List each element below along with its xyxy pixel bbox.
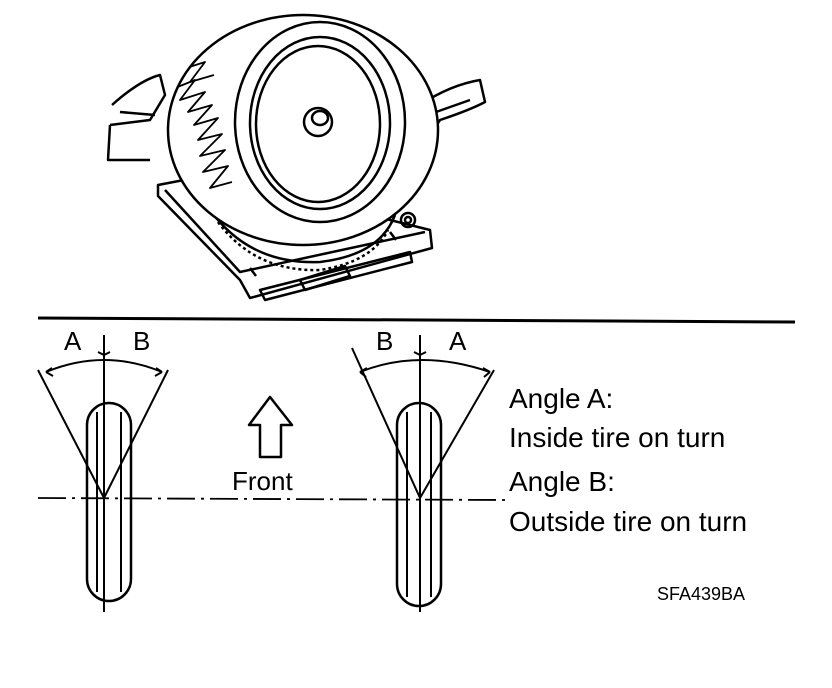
front-label: Front bbox=[232, 466, 293, 496]
turntable-knob bbox=[399, 211, 417, 229]
fender-right bbox=[419, 78, 487, 136]
left-angle-a-label: A bbox=[64, 326, 82, 356]
axle-line bbox=[37, 497, 506, 501]
angle-b-description: Outside tire on turn bbox=[509, 506, 748, 537]
fender-left bbox=[106, 73, 167, 162]
angle-b-title: Angle B: bbox=[509, 466, 615, 497]
angle-a-description: Inside tire on turn bbox=[509, 422, 726, 453]
angle-a-title: Angle A: bbox=[509, 383, 614, 414]
divider-line bbox=[37, 316, 796, 324]
turntable-dial bbox=[208, 209, 397, 264]
wheel-hub bbox=[302, 106, 334, 138]
left-wheel-diagram bbox=[37, 335, 169, 612]
right-angle-a-label: A bbox=[449, 326, 467, 356]
right-angle-b-label: B bbox=[376, 326, 394, 356]
wheel-illustration bbox=[106, 13, 487, 302]
left-tire bbox=[85, 401, 133, 603]
turntable-pointer bbox=[258, 250, 414, 302]
front-arrow-icon bbox=[247, 395, 294, 459]
figure-code: SFA439BA bbox=[657, 584, 746, 604]
right-wheel-diagram bbox=[351, 335, 495, 612]
left-angle-b-label: B bbox=[133, 326, 151, 356]
